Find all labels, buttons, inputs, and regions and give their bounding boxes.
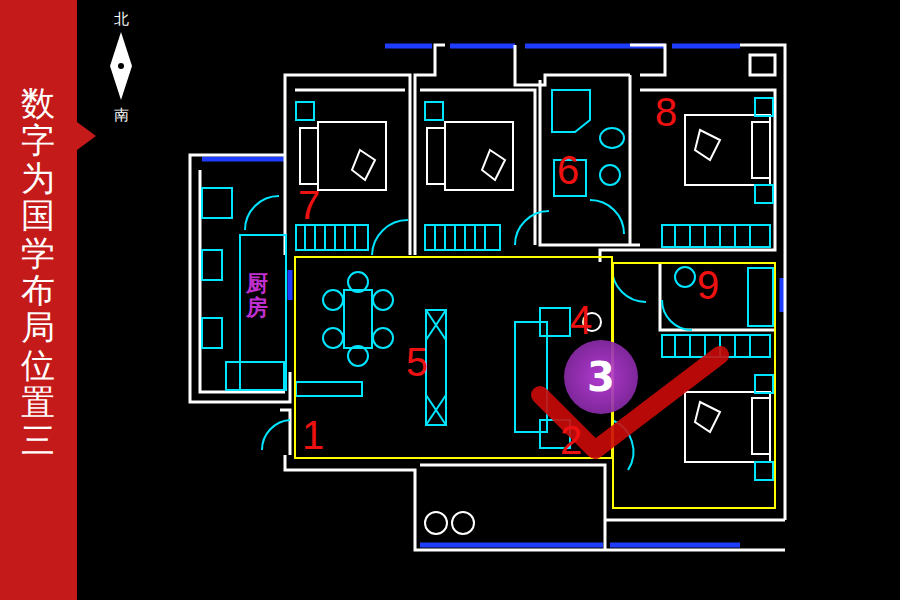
- fittings: [202, 90, 773, 480]
- callout-number: 6: [557, 148, 579, 193]
- title-column: 数字为国学布局位置三: [21, 85, 55, 459]
- highlight-circle: 3: [563, 339, 639, 415]
- callout-number: 4: [570, 298, 592, 343]
- callout-number: 8: [655, 90, 677, 135]
- beds: [300, 115, 770, 462]
- side-band: [0, 0, 77, 600]
- walls: [190, 45, 785, 550]
- zone-outline: [295, 257, 775, 508]
- compass-south: 南: [114, 106, 129, 125]
- compass: [110, 32, 132, 100]
- band-arrow: [77, 122, 96, 150]
- callout-number: 5: [406, 340, 428, 385]
- callout-number: 2: [560, 418, 582, 463]
- room-name: 厨房: [246, 272, 268, 320]
- compass-north: 北: [114, 10, 129, 29]
- callout-number: 7: [298, 183, 320, 228]
- callout-number: 1: [302, 413, 324, 458]
- position-number: 3: [563, 339, 639, 415]
- callout-number: 9: [697, 263, 719, 308]
- plants: [425, 313, 601, 534]
